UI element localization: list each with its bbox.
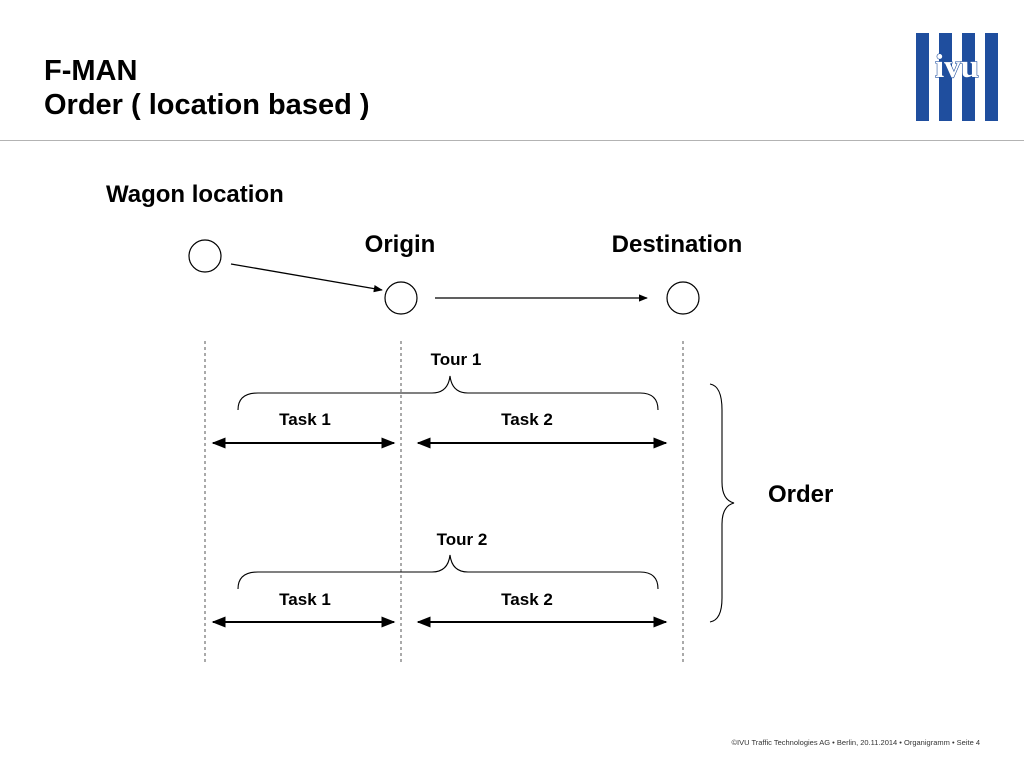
tour-1-label: Tour 1 [431,350,482,369]
wagon-location-label: Wagon location [106,181,284,208]
order-brace [709,383,735,623]
tour-2-label: Tour 2 [437,530,488,549]
wagon-to-origin-arrow [230,263,383,293]
tour-2-task-2-label: Task 2 [501,590,553,609]
tour-1-task-2-label: Task 2 [501,410,553,429]
destination-node [666,281,700,315]
destination-label: Destination [612,231,743,258]
logo-bar-2 [939,33,952,121]
tour-1-brace [237,375,659,411]
title-line-2: Order ( location based ) [44,89,370,121]
order-label: Order [768,481,833,508]
wagon-location-node [188,239,222,273]
slide-title: F-MAN Order ( location based ) [44,54,370,122]
footer-text: ©IVU Traffic Technologies AG • Berlin, 2… [731,738,980,747]
title-line-1: F-MAN [44,55,138,87]
header-divider [0,140,1024,141]
origin-label: Origin [365,231,436,258]
tour-2-brace [237,554,659,590]
origin-node [384,281,418,315]
logo-bar-4 [985,33,998,121]
logo-wordmark: ivu [935,49,979,85]
ivu-logo: ivu [916,33,998,121]
tour-1-task-1-label: Task 1 [279,410,331,429]
tour-2-task-1-label: Task 1 [279,590,331,609]
logo-bar-1 [916,33,929,121]
logo-bar-3 [962,33,975,121]
